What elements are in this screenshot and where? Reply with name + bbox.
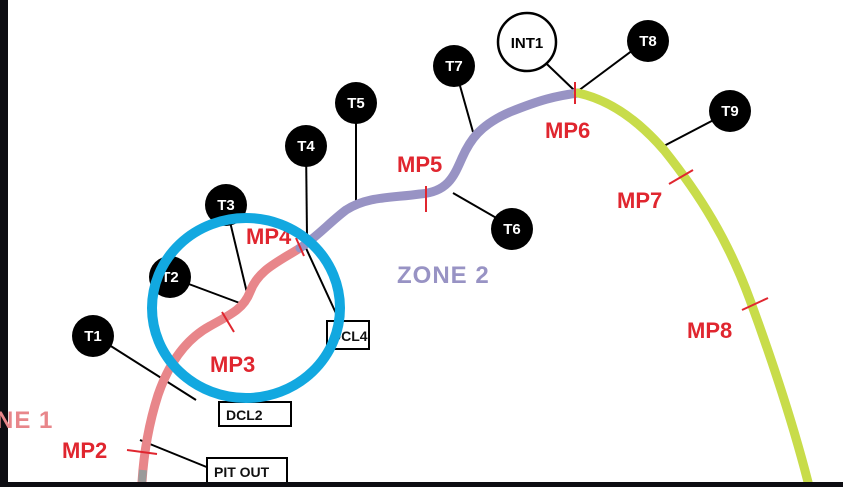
- zone2-track: [295, 88, 583, 253]
- dcl2-label: DCL2: [226, 407, 263, 423]
- map-background: [8, 0, 843, 482]
- t7-label: T7: [445, 58, 463, 75]
- t5-label: T5: [347, 95, 365, 112]
- turn-badge-t1: T1: [72, 315, 114, 357]
- mp6-label: MP6: [545, 118, 590, 143]
- t6-label: T6: [503, 221, 521, 238]
- t8-label: T8: [639, 33, 657, 50]
- turn-badge-t6: T6: [491, 208, 533, 250]
- t9-label: T9: [721, 103, 739, 120]
- int1-label: INT1: [511, 35, 544, 52]
- mp7-label: MP7: [617, 188, 662, 213]
- t3-label: T3: [217, 197, 235, 214]
- turn-badge-t7: T7: [433, 45, 475, 87]
- int1-badge: INT1: [496, 11, 558, 73]
- marker-post-ticks: [126, 82, 769, 455]
- t4-label: T4: [297, 138, 315, 155]
- mp8-label: MP8: [687, 318, 732, 343]
- turn-badge-t9: T9: [709, 90, 751, 132]
- highlight-circle-icon: [147, 213, 345, 403]
- turn-badge-t4: T4: [285, 125, 327, 167]
- dcl2-box: DCL2: [218, 401, 292, 427]
- zone1-track: [137, 243, 305, 487]
- zone3-track: [573, 88, 813, 487]
- t2-label: T2: [161, 269, 179, 286]
- mp5-label: MP5: [397, 152, 442, 177]
- turn-badge-t5: T5: [335, 82, 377, 124]
- mp2-label: MP2: [62, 438, 107, 463]
- pit-lane: [138, 469, 147, 483]
- turn-badge-t8: T8: [627, 20, 669, 62]
- zone1-label: NE 1: [0, 407, 53, 434]
- zone2-label: ZONE 2: [397, 262, 490, 289]
- pit-out-label: PIT OUT: [214, 464, 270, 480]
- pit-out-box: PIT OUT: [206, 457, 288, 485]
- mp3-label: MP3: [210, 352, 255, 377]
- t1-label: T1: [84, 328, 102, 345]
